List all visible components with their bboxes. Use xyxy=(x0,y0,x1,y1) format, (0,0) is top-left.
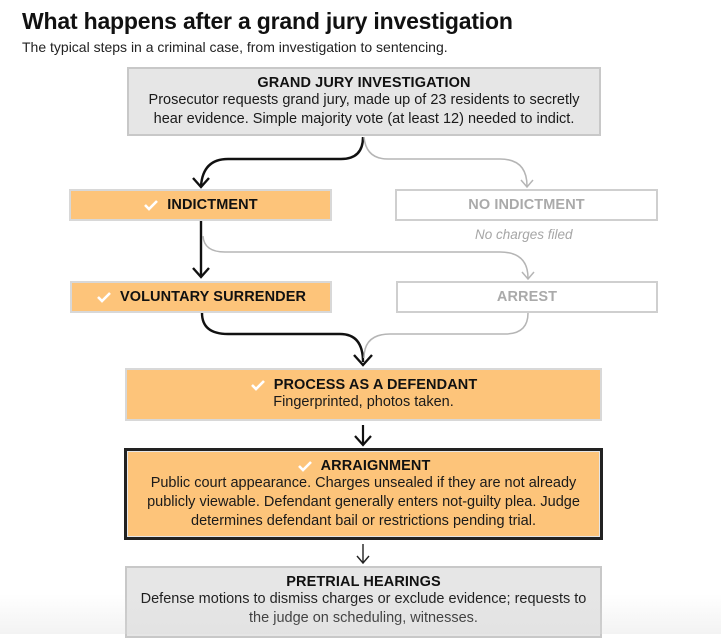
arrow-head-icon xyxy=(192,177,210,189)
arrow-head-icon xyxy=(520,179,534,189)
step-description: Fingerprinted, photos taken. xyxy=(273,394,454,410)
step-title: PROCESS AS A DEFENDANT xyxy=(273,377,478,393)
link-arrest-to-process xyxy=(363,312,529,359)
arrow-head-icon xyxy=(356,555,370,565)
step-title: GRAND JURY INVESTIGATION xyxy=(257,74,471,91)
link-grand-jury-to-no-indictment xyxy=(363,136,528,187)
step-title: NO INDICTMENT xyxy=(468,197,585,213)
chart-subtitle: The typical steps in a criminal case, fr… xyxy=(22,39,448,55)
link-indictment-to-arrest xyxy=(202,235,529,279)
step-title: PRETRIAL HEARINGS xyxy=(286,574,441,590)
step-voluntary-surrender: VOLUNTARY SURRENDER xyxy=(70,281,332,313)
arrow-head-icon xyxy=(353,354,373,367)
step-description: Prosecutor requests grand jury, made up … xyxy=(148,91,580,127)
step-arrest: ARREST xyxy=(396,281,658,313)
link-surrender-to-process xyxy=(200,312,365,363)
check-icon xyxy=(297,460,312,472)
step-indictment: INDICTMENT xyxy=(69,189,332,221)
step-grand-jury-investigation: GRAND JURY INVESTIGATION Prosecutor requ… xyxy=(127,67,601,136)
step-process-as-defendant: PROCESS AS A DEFENDANT Fingerprinted, ph… xyxy=(125,368,602,421)
step-title: ARRAIGNMENT xyxy=(320,457,431,474)
check-icon xyxy=(144,200,159,211)
check-icon xyxy=(97,292,111,303)
step-title: ARREST xyxy=(496,289,558,305)
chart-title: What happens after a grand jury investig… xyxy=(22,8,513,34)
step-pretrial-hearings: PRETRIAL HEARINGS Defense motions to dis… xyxy=(125,566,602,638)
step-arraignment: ARRAIGNMENT Public court appearance. Cha… xyxy=(124,448,603,540)
no-charges-note: No charges filed xyxy=(475,227,573,242)
link-grand-jury-to-indictment xyxy=(199,136,365,187)
step-description: Defense motions to dismiss charges or ex… xyxy=(140,591,587,626)
arrow-head-icon xyxy=(192,267,210,279)
step-no-indictment: NO INDICTMENT xyxy=(395,189,658,221)
arrow-head-icon xyxy=(354,435,372,447)
step-title: INDICTMENT xyxy=(167,197,258,213)
check-icon xyxy=(250,380,265,391)
step-description: Public court appearance. Charges unseale… xyxy=(147,474,580,529)
arrow-head-icon xyxy=(521,271,535,281)
step-title: VOLUNTARY SURRENDER xyxy=(119,289,307,305)
